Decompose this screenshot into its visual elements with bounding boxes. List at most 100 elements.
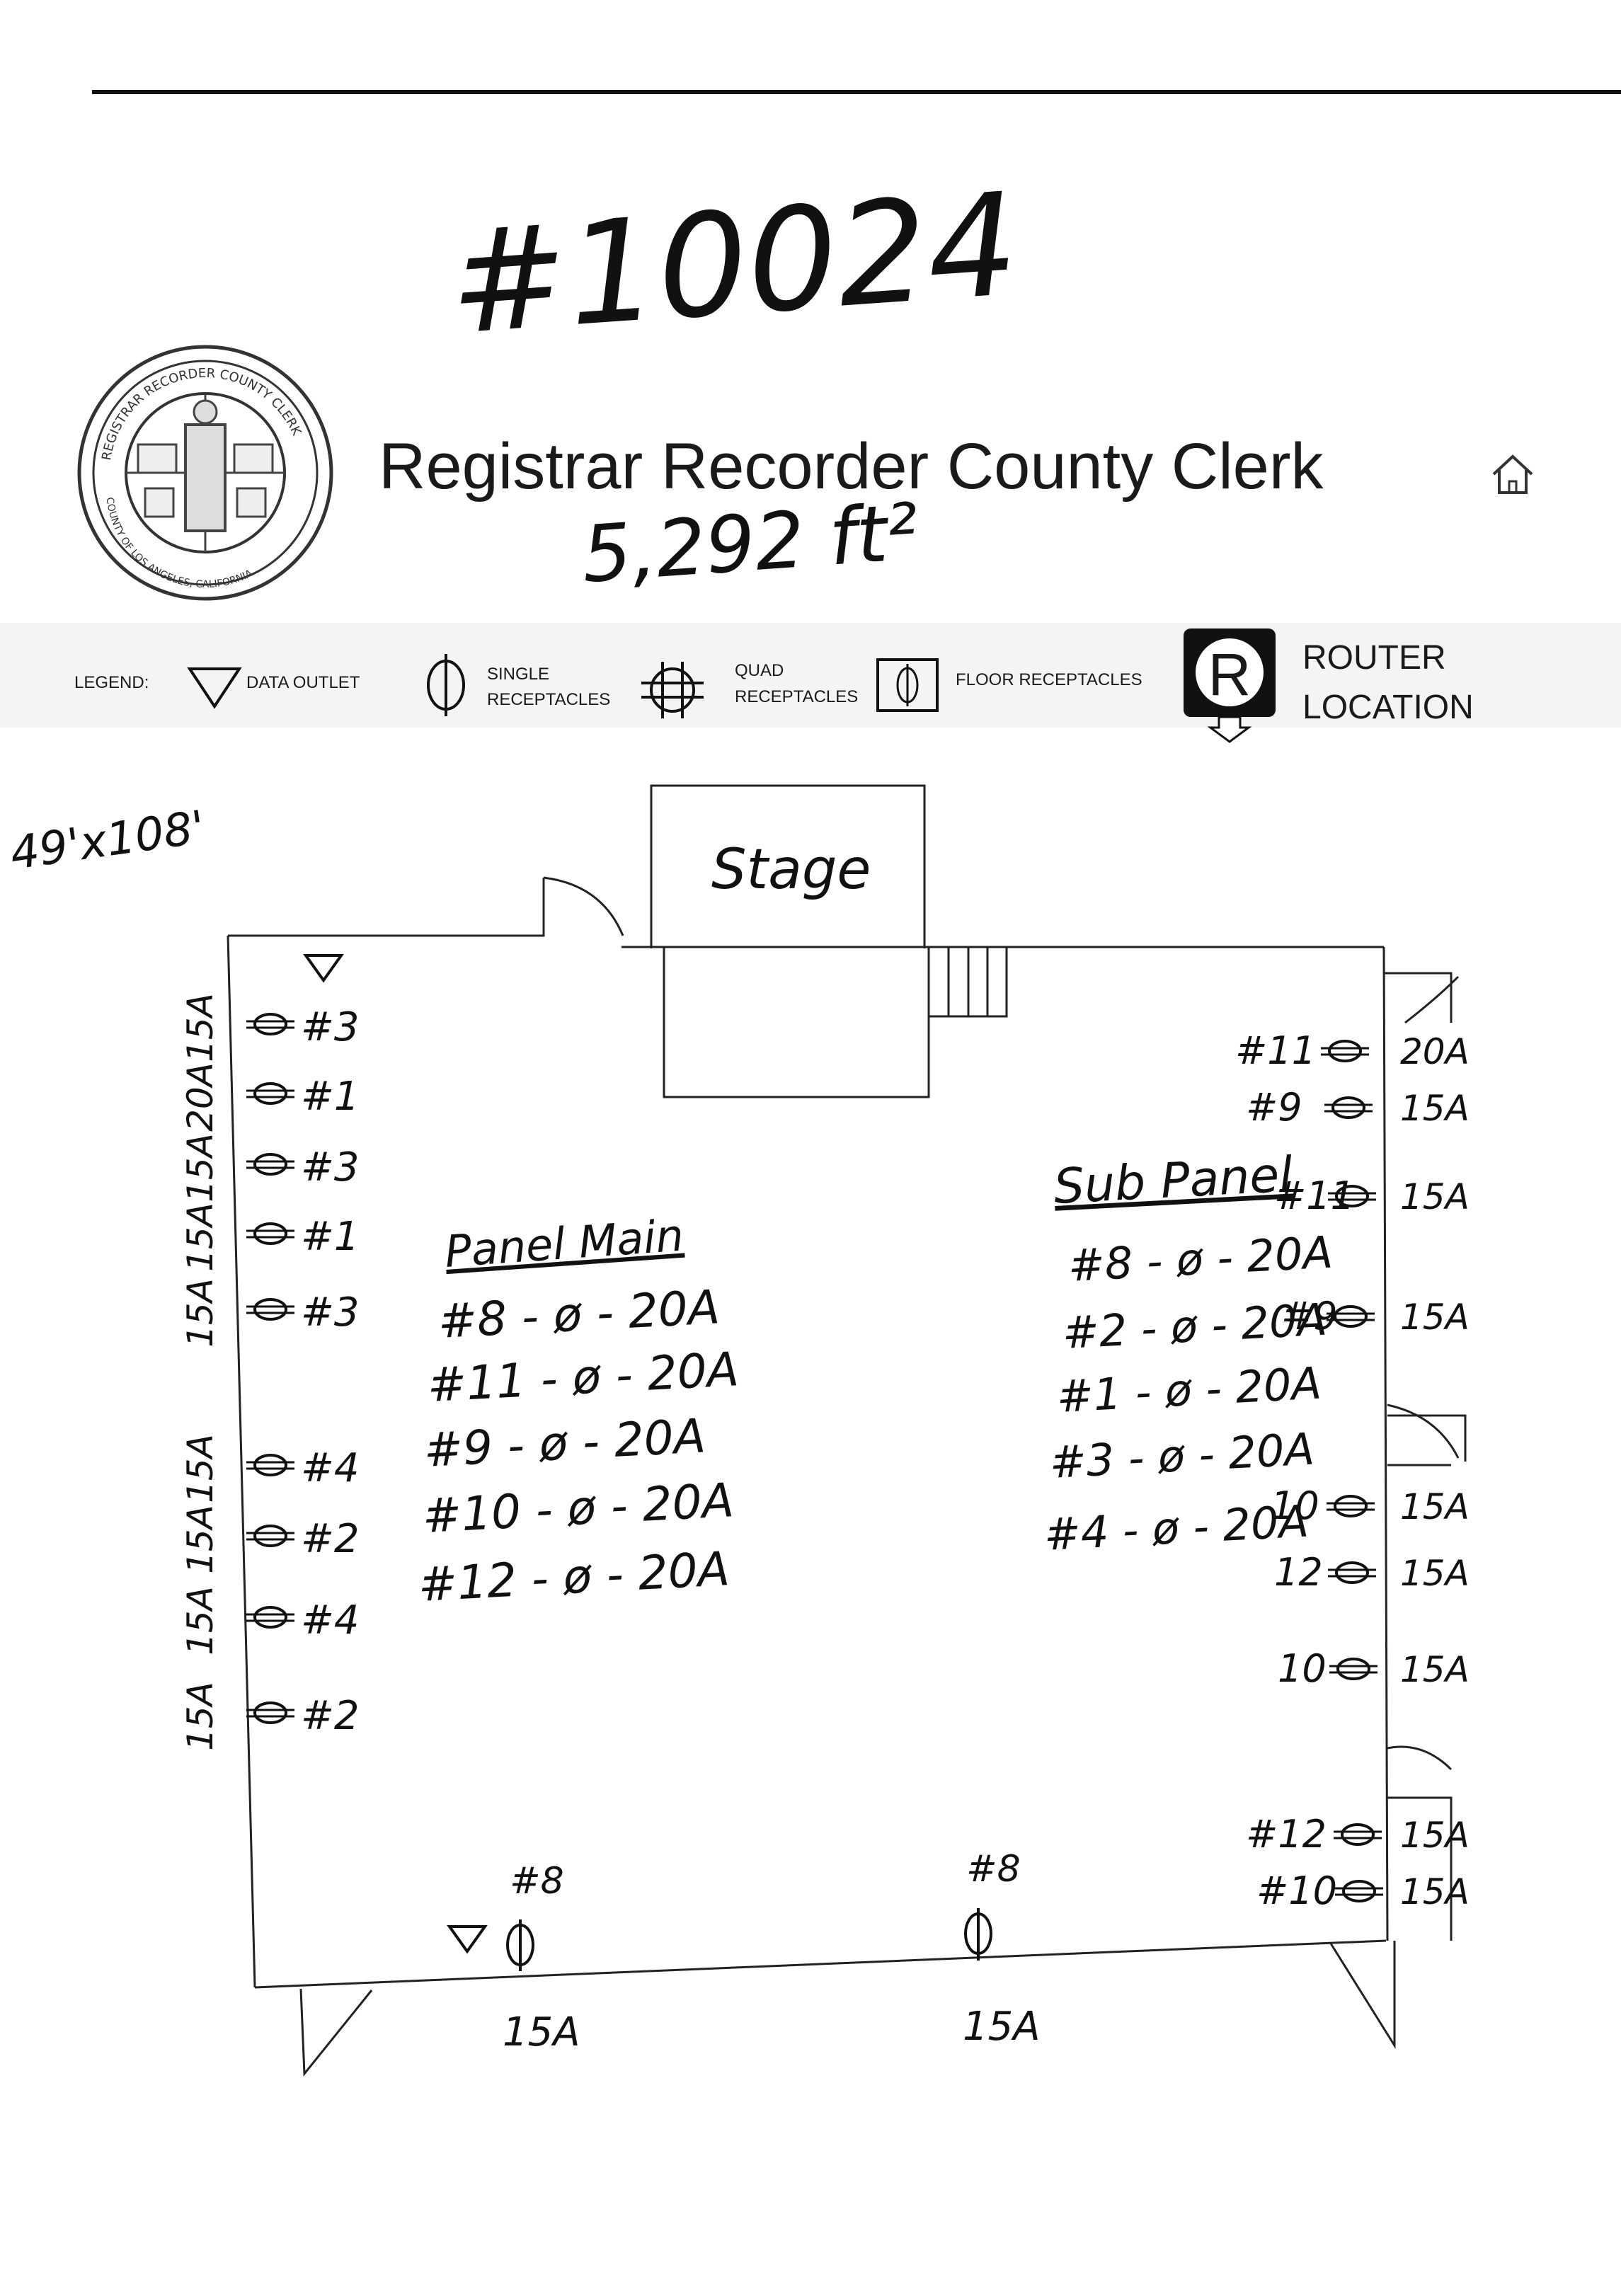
quad-receptacle-icon <box>1329 1658 1377 1680</box>
quad-receptacle-icon <box>246 1606 294 1629</box>
right-receptacle-amp: 15A <box>1400 1649 1470 1690</box>
right-receptacle-amp: 15A <box>1400 1486 1470 1527</box>
panel-main: Panel Main #8 - ø - 20A #11 - ø - 20A #9… <box>417 1210 740 1612</box>
single-receptacle-icon <box>427 654 465 716</box>
right-receptacle-circuit: #9 <box>1246 1085 1302 1130</box>
right-receptacle-amp: 20A <box>1400 1031 1470 1072</box>
left-receptacle-amp: 15A <box>180 1586 221 1655</box>
quad-receptacle-icon <box>641 662 704 718</box>
right-receptacle-circuit: #10 <box>1256 1869 1337 1913</box>
left-receptacle-amp: 15A <box>180 1278 221 1348</box>
left-receptacle-circuit: #1 <box>301 1074 360 1120</box>
left-receptacle-amp: 15A <box>180 1133 221 1202</box>
right-receptacle-amp: 15A <box>1400 1088 1470 1129</box>
right-receptacle-circuit: 10 <box>1278 1646 1327 1691</box>
sub-panel: Sub Panel #8 - ø - 20A #2 - ø - 20A #1 -… <box>1043 1147 1334 1561</box>
quad-receptacle-icon <box>1334 1823 1382 1846</box>
sub-panel-line-5: #4 - ø - 20A <box>1043 1495 1310 1560</box>
left-receptacle-circuit: #2 <box>301 1516 360 1562</box>
left-receptacle-circuit: #4 <box>301 1597 360 1643</box>
left-receptacle-amp: 20A <box>180 1062 221 1132</box>
sub-panel-title: Sub Panel <box>1053 1147 1294 1215</box>
right-receptacle: 10 15A <box>1271 1483 1470 1528</box>
legend-single-1: SINGLE <box>487 665 549 684</box>
right-receptacle-circuit: 12 <box>1274 1550 1323 1595</box>
legend-single-2: RECEPTACLES <box>487 690 610 709</box>
right-receptacle-circuit: #12 <box>1246 1812 1327 1856</box>
dimensions-label: 49'x108' <box>7 801 208 880</box>
floor-receptacle-1-amp: 15A <box>503 2009 580 2055</box>
left-receptacle: 15A #3 <box>180 1278 360 1348</box>
left-receptacle: 15A #3 <box>180 1133 360 1202</box>
panel-main-title: Panel Main <box>443 1210 685 1278</box>
left-receptacle: 15A #2 <box>180 1505 360 1574</box>
left-receptacle-circuit: #3 <box>301 1004 360 1050</box>
left-receptacle-circuit: #1 <box>301 1214 360 1260</box>
quad-receptacle-icon <box>246 1153 294 1176</box>
left-receptacle-amp: 15A <box>180 1434 221 1503</box>
right-receptacle: #11 15A <box>1274 1173 1470 1218</box>
quad-receptacle-icon <box>1327 1495 1375 1517</box>
quad-receptacle-icon <box>246 1701 294 1724</box>
quad-receptacle-icon <box>246 1454 294 1476</box>
right-receptacle-circuit: #11 <box>1274 1173 1355 1218</box>
svg-text:COUNTY OF LOS ANGELES, CALIFOR: COUNTY OF LOS ANGELES, CALIFORNIA <box>104 497 255 590</box>
right-receptacle: #12 15A <box>1246 1812 1470 1856</box>
sub-panel-line-2: #2 - ø - 20A <box>1061 1293 1329 1358</box>
left-receptacle-amp: 15A <box>180 1682 221 1751</box>
router-icon: R <box>1184 628 1276 743</box>
home-icon <box>1492 454 1533 494</box>
floor-receptacle-1-circuit: #8 <box>510 1860 564 1902</box>
legend: LEGEND: DATA OUTLET SINGLE RECEPTACLES Q… <box>74 628 1474 743</box>
legend-floor: FLOOR RECEPTACLES <box>956 670 1142 689</box>
left-receptacle-amp: 15A <box>180 1505 221 1574</box>
legend-quad-2: RECEPTACLES <box>735 687 858 706</box>
left-receptacle-circuit: #2 <box>301 1693 360 1739</box>
right-receptacle-amp: 15A <box>1400 1815 1470 1856</box>
right-receptacle: #11 20A <box>1235 1028 1470 1073</box>
right-receptacle: #9 15A <box>1246 1085 1470 1130</box>
quad-receptacle-icon <box>1324 1096 1373 1119</box>
sub-panel-line-3: #1 - ø - 20A <box>1055 1357 1323 1422</box>
floor-receptacle-icon <box>876 658 939 712</box>
left-receptacle-amp: 15A <box>180 1202 221 1272</box>
sub-panel-line-4: #3 - ø - 20A <box>1048 1423 1316 1488</box>
panel-main-line-1: #8 - ø - 20A <box>437 1280 721 1349</box>
left-receptacle-circuit: #3 <box>301 1144 360 1190</box>
legend-label: LEGEND: <box>74 673 149 692</box>
floor-receptacle-1: #8 15A <box>503 1860 580 2055</box>
data-outlet-top <box>303 954 344 983</box>
left-receptacle-circuit: #3 <box>301 1290 360 1336</box>
quad-receptacle-icon <box>246 1298 294 1321</box>
right-receptacle-amp: 15A <box>1400 1176 1470 1217</box>
floor-receptacle-2-circuit: #8 <box>966 1848 1021 1890</box>
right-receptacle-circuit: #9 <box>1281 1294 1338 1338</box>
quad-receptacle-icon <box>1328 1185 1376 1207</box>
left-receptacle: 15A #4 <box>180 1586 360 1655</box>
right-receptacle-circuit: #11 <box>1235 1028 1316 1073</box>
right-receptacle-amp: 15A <box>1400 1297 1470 1338</box>
legend-data-outlet: DATA OUTLET <box>246 673 360 692</box>
left-receptacle: 15A#3 <box>180 993 360 1062</box>
left-receptacle: 20A #1 <box>180 1062 360 1132</box>
quad-receptacle-icon <box>246 1013 294 1035</box>
quad-receptacle-icon <box>1321 1040 1369 1062</box>
right-receptacle: #9 15A <box>1281 1294 1470 1338</box>
area-label: 5,292 ft² <box>579 486 922 600</box>
data-outlet-bottom <box>447 1925 488 1954</box>
panel-main-line-3: #9 - ø - 20A <box>423 1408 707 1478</box>
quad-receptacle-icon <box>246 1525 294 1547</box>
quad-receptacle-icon <box>1327 1305 1375 1328</box>
right-receptacle: 10 15A <box>1278 1646 1470 1691</box>
floor-receptacle-2-amp: 15A <box>963 2004 1041 2050</box>
quad-receptacle-icon <box>246 1082 294 1105</box>
floor-receptacle-2: #8 15A <box>963 1848 1041 2050</box>
county-seal: REGISTRAR RECORDER COUNTY CLERK COUNTY O… <box>77 345 333 601</box>
right-receptacle-circuit: 10 <box>1271 1483 1319 1528</box>
router-icon-letter: R <box>1208 641 1251 708</box>
left-receptacle: 15A #1 <box>180 1202 360 1272</box>
